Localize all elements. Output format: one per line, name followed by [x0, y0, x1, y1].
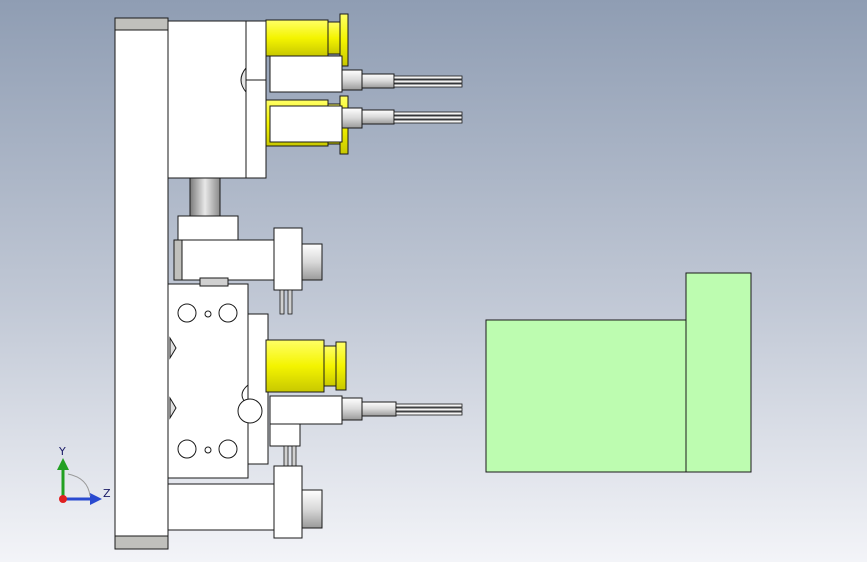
upper-rod-holder-2 — [269, 105, 395, 143]
upper-guide-post — [189, 177, 221, 219]
x-axis-origin-dot — [59, 495, 67, 503]
upper-ejector-pins-1 — [393, 75, 463, 88]
lower-yellow-cylinder[interactable] — [265, 339, 347, 393]
middle-connector-pins — [279, 289, 293, 315]
green-workpiece[interactable] — [485, 272, 752, 473]
lower-rod-holder — [269, 395, 397, 447]
y-axis-label: Y — [58, 445, 66, 458]
upper-yellow-cylinder-top[interactable] — [265, 13, 349, 67]
lower-block[interactable] — [167, 277, 269, 479]
z-axis-arrow-icon — [90, 493, 102, 505]
axis-triad: Y Z — [57, 445, 111, 505]
bottom-clamp[interactable] — [167, 465, 323, 539]
base-plate[interactable] — [114, 17, 169, 550]
upper-ejector-pins-2 — [393, 111, 463, 124]
lower-ejector-pins — [395, 403, 463, 416]
z-axis-label: Z — [103, 487, 111, 500]
upper-block[interactable] — [167, 20, 267, 179]
middle-clamp[interactable] — [173, 215, 323, 291]
upper-rod-holder-1 — [269, 55, 395, 93]
y-axis-arrow-icon — [57, 458, 69, 470]
triad-arc — [67, 473, 91, 497]
